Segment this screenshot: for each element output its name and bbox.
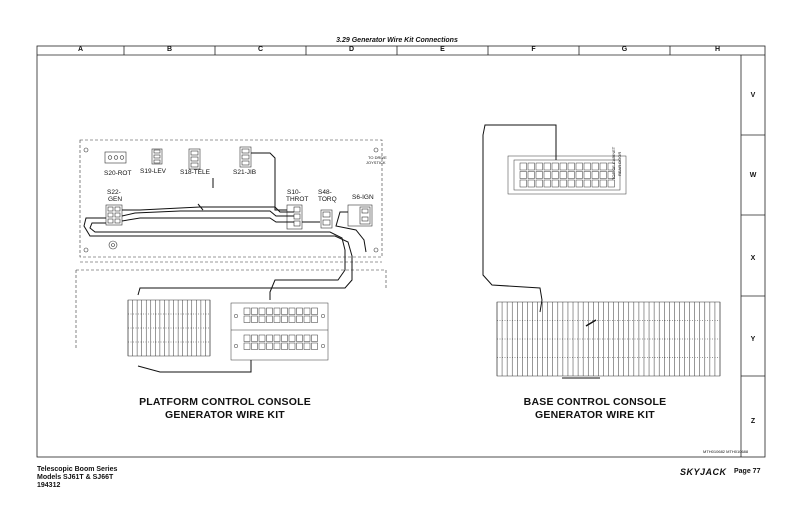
s18-switch [188, 148, 201, 170]
s6-switch [347, 204, 373, 227]
label-s21: S21-JIB [233, 169, 257, 176]
column-letter-h: H [714, 46, 721, 53]
label-s48-line2: TORQ [318, 196, 337, 203]
column-letter-a: A [77, 46, 84, 53]
column-letter-f: F [531, 46, 536, 53]
base-console [482, 124, 721, 379]
platform-caption-line1: PLATFORM CONTROL CONSOLE [139, 396, 311, 408]
base-caption-line1: BASE CONTROL CONSOLE [523, 396, 667, 408]
footer-doc-number: 194312 [37, 482, 61, 489]
s19-switch [151, 148, 163, 165]
row-letter-x: X [750, 255, 756, 262]
joystick-note-line1: TO DRIVE [368, 155, 387, 160]
s22-switch [105, 204, 123, 226]
row-letter-w: W [749, 172, 757, 179]
column-letter-b: B [166, 46, 173, 53]
label-s48-line1: S48- [318, 189, 332, 196]
base-connector [507, 155, 627, 195]
label-s22-line2: GEN [108, 196, 123, 203]
s21-switch [239, 146, 252, 168]
page-title: 3.29 Generator Wire Kit Connections [336, 37, 458, 44]
column-letter-d: D [348, 46, 355, 53]
row-letter-v: V [750, 92, 756, 99]
drawing-reference: MTH010682 MTH010688 [703, 449, 749, 454]
label-s10-line2: THROT [286, 196, 309, 203]
column-letter-c: C [257, 46, 264, 53]
platform-console [75, 139, 387, 350]
label-s10-line1: S10- [287, 189, 301, 196]
platform-terminal-strip [127, 299, 211, 357]
label-s18: S18-TELE [180, 169, 210, 176]
label-s19: S19-LEV [140, 168, 167, 175]
platform-relay-panel [137, 302, 329, 373]
row-letter-z: Z [750, 418, 756, 425]
column-letter-g: G [621, 46, 628, 53]
label-s20: S20-ROT [104, 170, 132, 177]
footer-models: Models SJ61T & SJ66T [37, 474, 114, 481]
s10-switch [286, 204, 303, 230]
page-number: Page 77 [734, 468, 761, 475]
platform-caption-line2: GENERATOR WIRE KIT [165, 409, 285, 421]
s48-switch [320, 209, 333, 229]
rear-door-note-line1: TOP OF CABINET [611, 146, 616, 180]
platform-enclosure [79, 139, 383, 258]
label-s6: S6-IGN [352, 194, 374, 201]
s20-switch [104, 151, 127, 164]
drawing-border [36, 45, 766, 458]
footer-series: Telescopic Boom Series [37, 466, 118, 473]
rear-door-note-line2: REAR DOOR [617, 151, 622, 176]
row-letter-y: Y [750, 336, 756, 343]
base-caption-line2: GENERATOR WIRE KIT [535, 409, 655, 421]
label-s22-line1: S22- [107, 189, 121, 196]
skyjack-logo: SKYJACK [680, 467, 727, 477]
column-letter-e: E [440, 46, 445, 53]
joystick-note-line2: JOYSTICK [366, 160, 386, 165]
